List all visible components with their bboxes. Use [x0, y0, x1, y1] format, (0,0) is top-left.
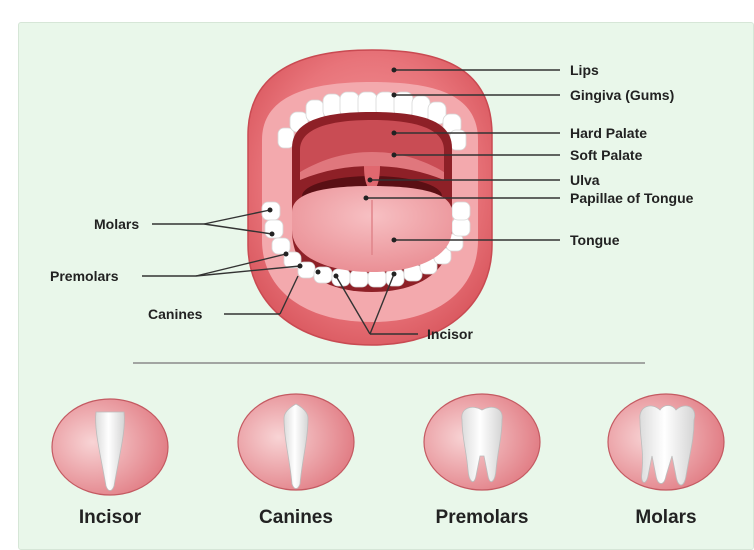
label-hard-palate: Hard Palate — [570, 125, 647, 141]
label-ulva: Ulva — [570, 172, 600, 188]
tooth-type-premolars: Premolars — [424, 394, 540, 528]
label-tongue: Tongue — [570, 232, 620, 248]
label-papillae: Papillae of Tongue — [570, 190, 694, 206]
tooth-type-label: Molars — [635, 507, 696, 528]
label-gingiva: Gingiva (Gums) — [570, 87, 674, 103]
tooth-type-canines: Canines — [238, 394, 354, 528]
tooth-type-label: Canines — [259, 507, 333, 528]
label-premolars: Premolars — [50, 268, 119, 284]
label-lips: Lips — [570, 62, 599, 78]
tooth-type-label: Incisor — [79, 507, 142, 528]
tooth-type-incisor: Incisor — [52, 399, 168, 528]
molar-tooth-icon — [640, 406, 695, 486]
label-canines: Canines — [148, 306, 203, 322]
tooth-type-label: Premolars — [436, 507, 529, 528]
label-molars: Molars — [94, 216, 139, 232]
tooth-type-molars: Molars — [608, 394, 724, 528]
label-incisor: Incisor — [427, 326, 473, 342]
label-soft-palate: Soft Palate — [570, 147, 643, 163]
